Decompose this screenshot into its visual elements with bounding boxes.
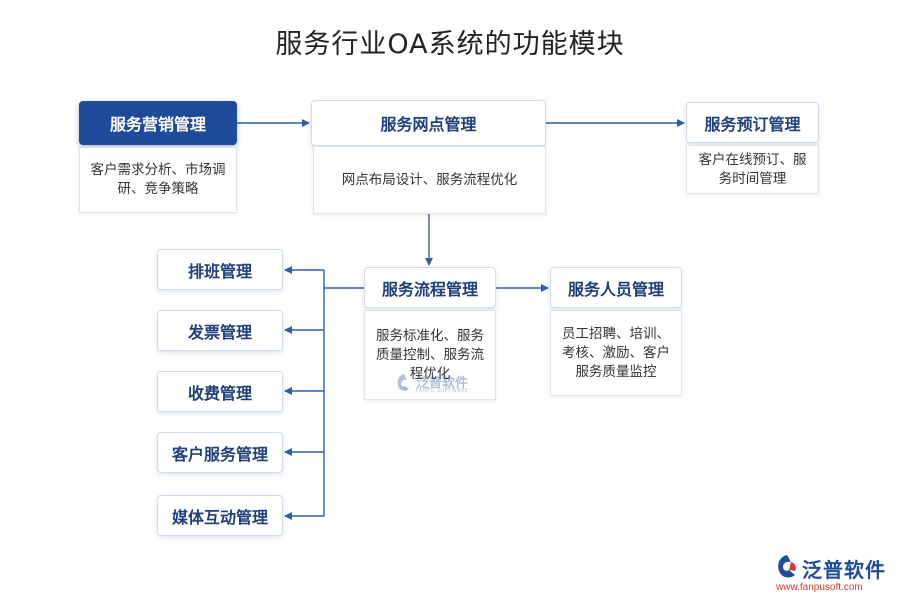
node-process-title: 服务流程管理 bbox=[364, 267, 496, 308]
brand-logo: 泛普软件 www.fanpusoft.com bbox=[770, 552, 895, 596]
node-fees: 收费管理 bbox=[157, 371, 283, 412]
node-staff-desc: 员工招聘、培训、考核、激励、客户服务质量监控 bbox=[550, 310, 682, 396]
node-outlets-title: 服务网点管理 bbox=[311, 100, 546, 146]
node-booking-title: 服务预订管理 bbox=[686, 102, 819, 143]
node-outlets-desc: 网点布局设计、服务流程优化 bbox=[313, 146, 546, 214]
node-staff-title: 服务人员管理 bbox=[550, 267, 682, 308]
node-scheduling: 排班管理 bbox=[157, 249, 283, 290]
node-media-interaction: 媒体互动管理 bbox=[157, 495, 283, 536]
diagram-title: 服务行业OA系统的功能模块 bbox=[275, 29, 625, 60]
node-process-desc: 服务标准化、服务质量控制、服务流程优化 bbox=[364, 310, 496, 400]
node-marketing-desc: 客户需求分析、市场调研、竞争策略 bbox=[79, 147, 237, 213]
node-booking-desc: 客户在线预订、服务时间管理 bbox=[686, 145, 819, 194]
logo-url: www.fanpusoft.com bbox=[776, 582, 863, 593]
fanpu-logo-icon bbox=[778, 555, 796, 578]
node-invoice: 发票管理 bbox=[157, 310, 283, 351]
node-marketing-title: 服务营销管理 bbox=[79, 101, 237, 145]
node-customer-service: 客户服务管理 bbox=[157, 432, 283, 473]
logo-name: 泛普软件 bbox=[802, 558, 886, 582]
